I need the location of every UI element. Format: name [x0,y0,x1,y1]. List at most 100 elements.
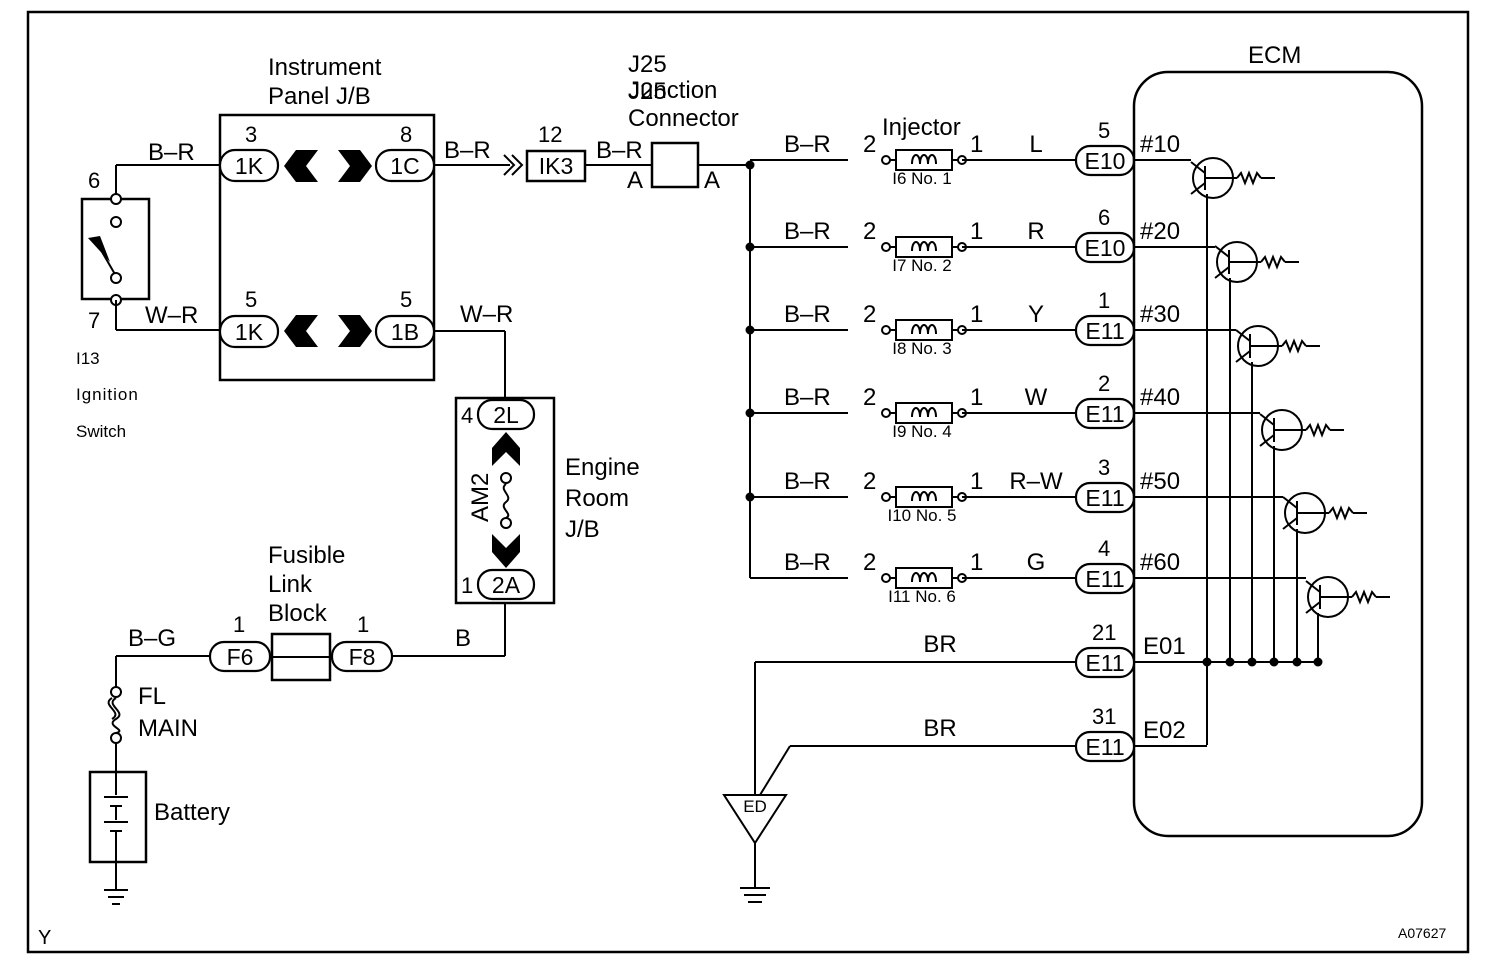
j25-junction-connector: J25 B–R A A [596,78,720,194]
engine-room-jb-title-line3: J/B [565,516,600,543]
ecm-connector-label: E11 [1085,401,1124,427]
ecm-connector-label: E11 [1085,566,1124,592]
ecm-connector-label: E11 [1085,485,1124,511]
transistor-icon [1190,157,1276,199]
instrument-jb-title-line1: Instrument [268,54,382,81]
injector-pin-out: 1 [970,218,983,245]
fl-main-fuse [107,686,122,744]
j25-title-line1-text: J25 [628,51,667,78]
injector-pin-in: 2 [863,218,876,245]
j25-wire-in: B–R [596,137,643,164]
pin-f8: 1 [357,612,369,637]
wire-label-1c-out: B–R [444,137,491,164]
injector-wire-in: B–R [784,301,831,328]
injector-pin-in: 2 [863,301,876,328]
wire-label-fusible-right: B [455,625,471,652]
injector-id: I11 No. 6 [888,587,956,606]
injector-id: I6 No. 1 [892,169,952,188]
injector-wire-color: R–W [1009,468,1063,495]
pin-2a: 1 [461,573,473,598]
transistor-icon [1235,325,1321,367]
injector-coil-icon [881,567,967,589]
connector-1k-top [218,148,280,183]
injector-coil-icon [881,486,967,508]
transistor-icon [1282,492,1368,534]
connector-2a-label: 2A [492,572,521,598]
pin-ik3: 12 [538,122,562,147]
ecm-box [1132,70,1424,838]
fusible-title-line3: Block [268,600,328,627]
j25-title-line3: Connector [628,105,739,132]
ground-wire-label: BR [923,631,956,658]
injector-wire-color: L [1029,131,1042,158]
connector-ik3-label: IK3 [539,153,574,179]
injector-wire-color: R [1027,218,1044,245]
connector-1k-bottom-label: 1K [235,319,264,345]
transistor-icon [1305,576,1391,618]
ecm-signal-label: #20 [1140,218,1180,245]
connector-f6-label: F6 [227,644,254,670]
pin-1c: 8 [400,122,412,147]
connector-1k-bottom [218,314,280,349]
ecm-ground-connector-label: E11 [1085,734,1124,760]
injector-id: I9 No. 4 [892,422,952,441]
injector-pin-out: 1 [970,131,983,158]
ecm-ground-pin-number: 21 [1092,620,1116,645]
pin-1k-top: 3 [245,122,257,147]
ecm-signal-label: #40 [1140,384,1180,411]
injector-pin-in: 2 [863,468,876,495]
j25-title-line1: J25 [628,78,667,105]
injector-wire-color: W [1025,384,1048,411]
connector-1c-label: 1C [390,153,419,179]
ground-wire-label: BR [923,715,956,742]
ecm-signal-label: #50 [1140,468,1180,495]
pin-1k-bottom: 5 [245,287,257,312]
injector-pin-out: 1 [970,549,983,576]
ecm-pin-number: 4 [1098,536,1110,561]
pin-f6: 1 [233,612,245,637]
ground-point-label: ED [743,797,767,816]
injector-pin-in: 2 [863,131,876,158]
connector-2l-label: 2L [493,402,519,428]
ground-wiring [722,661,1207,903]
j25-title-line2: Junction [628,77,717,104]
ecm-pin-number: 1 [1098,288,1110,313]
ecm-title: ECM [1248,42,1301,69]
ecm-pin-number: 5 [1098,118,1110,143]
engine-room-jb-title-line2: Room [565,485,629,512]
injector-wire-in: B–R [784,218,831,245]
corner-letter: Y [38,927,51,949]
ecm-pin-number: 3 [1098,455,1110,480]
ignition-pin-7: 7 [88,308,100,333]
transistor-icon [1259,409,1345,451]
injector-pin-out: 1 [970,384,983,411]
injector-pin-in: 2 [863,384,876,411]
injector-coil-icon [881,402,967,424]
connector-1b-label: 1B [391,319,419,345]
injector-coil-icon [881,236,967,258]
connector-2a [476,568,536,601]
injector-wire-in: B–R [784,468,831,495]
injector-id: I7 No. 2 [892,256,952,275]
ignition-pin-6: 6 [88,168,100,193]
ecm-connector-label: E11 [1085,318,1124,344]
injector-wire-in: B–R [784,549,831,576]
ecm-ground-connector [1074,730,1136,763]
injector-wire-color: G [1027,549,1046,576]
injector-wire-in: B–R [784,131,831,158]
ignition-switch-label-line2: Switch [76,422,126,441]
injector-id: I10 No. 5 [888,506,957,525]
j25-pin-left: A [627,167,643,194]
injector-coil-icon [881,319,967,341]
figure-code: A07627 [1398,925,1446,941]
ecm-ground-connector-label: E11 [1085,650,1124,676]
ecm-pin-number: 2 [1098,371,1110,396]
connector-1k-top-label: 1K [235,153,264,179]
ecm-ground-signal-label: E01 [1143,633,1186,660]
